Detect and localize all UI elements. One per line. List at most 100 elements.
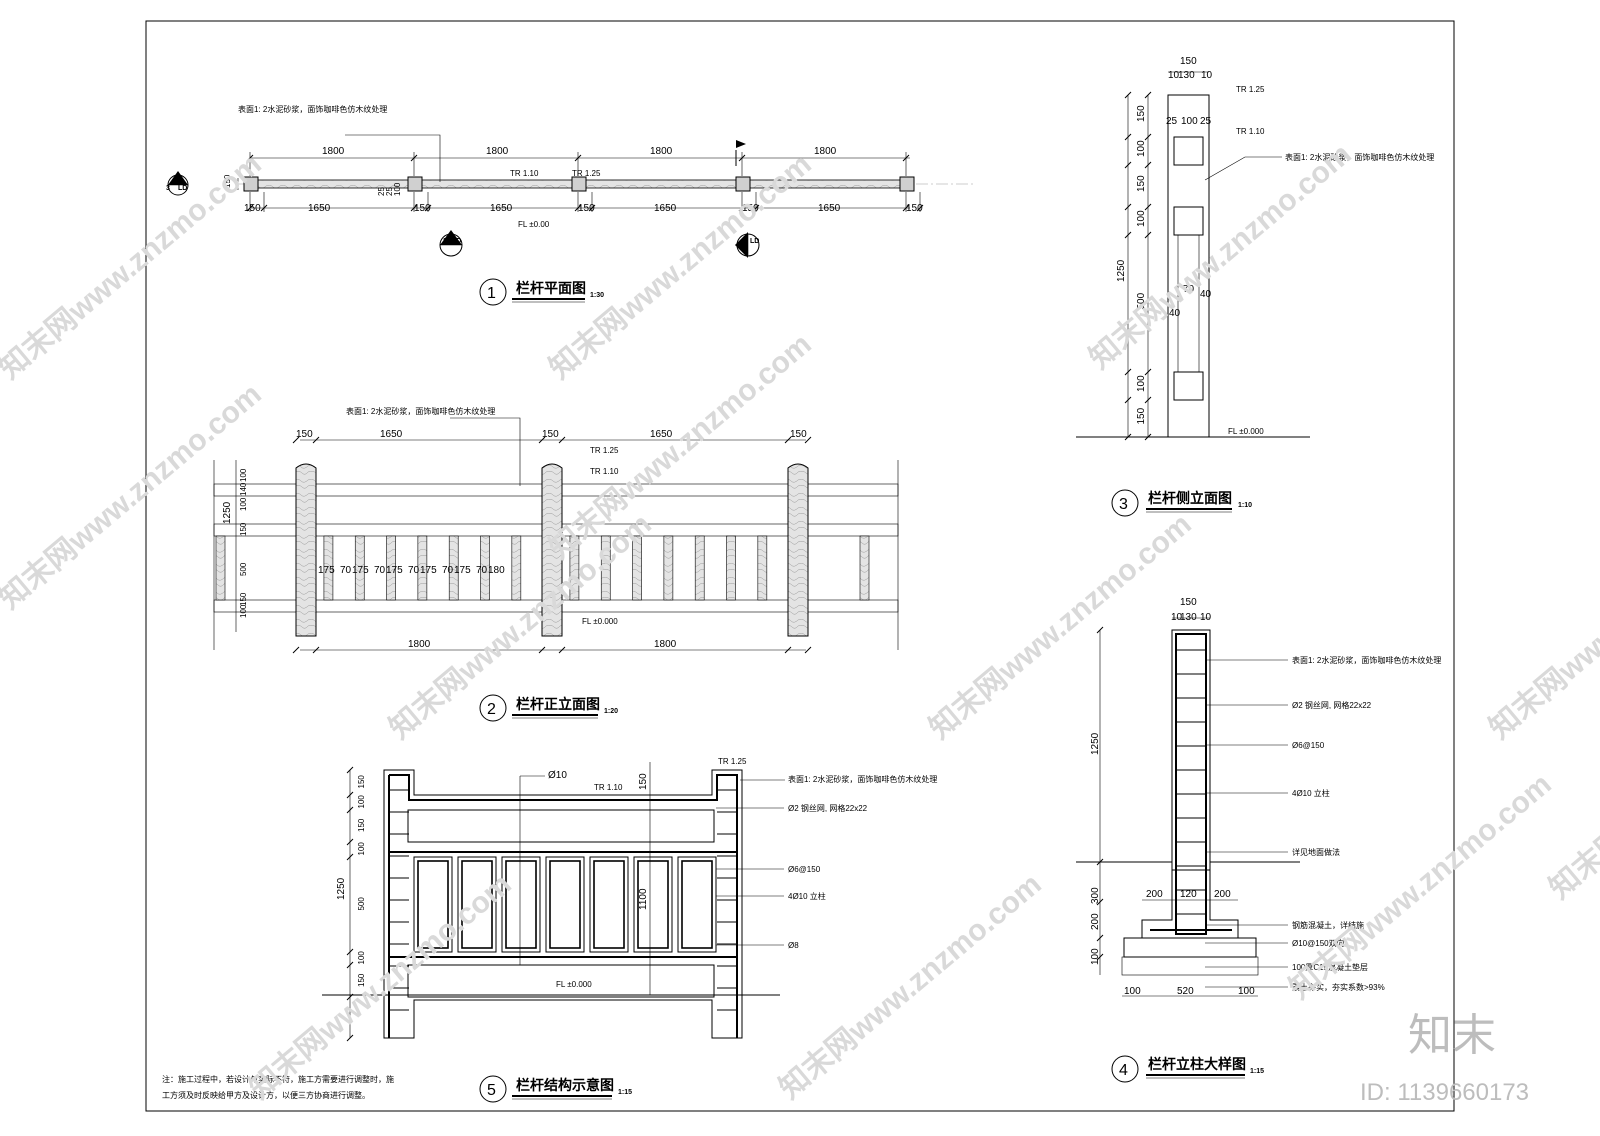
svg-text:3: 3	[166, 185, 170, 192]
svg-text:2: 2	[487, 701, 496, 718]
view1-left-dim: 100	[393, 182, 402, 196]
view3-inner-dim: 25	[1166, 116, 1178, 127]
baluster	[632, 535, 642, 601]
svg-text:工方须及时反映给甲方及设计方，以便三方协商进行调整。: 工方须及时反映给甲方及设计方，以便三方协商进行调整。	[162, 1090, 370, 1100]
svg-text:LD: LD	[452, 238, 461, 245]
view5-callout: Ø8	[788, 941, 799, 950]
plan-post	[407, 176, 423, 192]
baluster	[386, 535, 396, 601]
view4-left-dim: 200	[1090, 913, 1101, 930]
baluster	[215, 535, 226, 601]
view4-callout: Ø6@150	[1292, 741, 1325, 750]
view3-left-dim: 100	[1136, 210, 1147, 227]
view2-bay-dim: 70	[442, 565, 454, 576]
view4-left-dim: 100	[1090, 948, 1101, 965]
plan-post	[571, 176, 587, 192]
baluster	[511, 535, 522, 601]
view1-surface-note: 表面1: 2水泥砂浆，面饰咖啡色仿木纹处理	[238, 104, 387, 114]
view1-tr125: TR 1.25	[572, 169, 601, 178]
svg-text:栏杆正立面图: 栏杆正立面图	[516, 696, 600, 712]
view1-bottom-dim: 1650	[490, 203, 513, 214]
watermark-text: 知末网www.znzmo.com	[0, 378, 268, 616]
view4-title: 4 栏杆立柱大样图 1:15	[1111, 1055, 1264, 1083]
compacted-soil	[1121, 956, 1259, 976]
view3-left-dim: 500	[1136, 292, 1147, 309]
view4-left-dim: 300	[1090, 887, 1101, 904]
view3-top-dim: 130	[1178, 70, 1195, 81]
baluster	[480, 535, 490, 601]
view4-left-dim: 1250	[1090, 732, 1101, 755]
watermark-text: 知末网www.znzmo.com	[923, 508, 1197, 746]
svg-text:1:15: 1:15	[618, 1089, 632, 1096]
svg-text:注：施工过程中，若设计与实际不符，施工方需要进行调整时，施: 注：施工过程中，若设计与实际不符，施工方需要进行调整时，施	[162, 1074, 394, 1084]
view5-tr125: TR 1.25	[718, 757, 747, 766]
structure-outline	[383, 769, 743, 1039]
general-note: 注：施工过程中，若设计与实际不符，施工方需要进行调整时，施 工方须及时反映给甲方…	[162, 1074, 394, 1100]
view2-title: 2 栏杆正立面图 1:20	[479, 694, 618, 722]
baluster	[859, 535, 870, 601]
view2-tr125: TR 1.25	[590, 446, 619, 455]
section-marker-3: 3 LD	[166, 171, 189, 196]
structure-cell	[501, 856, 541, 953]
view2-left-dim: 140	[239, 482, 248, 496]
view1-left-dim: 25	[377, 187, 386, 196]
svg-text:1:10: 1:10	[1238, 502, 1252, 509]
view3-inner-dim: 100	[1181, 116, 1198, 127]
watermark-text: 知末网www.znzmo.com	[1283, 768, 1557, 1006]
view5-left-dim: 150	[357, 818, 366, 832]
view3-inner-dim: 25	[1200, 116, 1212, 127]
view3-tr125: TR 1.25	[1236, 85, 1265, 94]
view3-left-dim: 150	[1136, 105, 1147, 122]
elevation-post	[541, 463, 563, 637]
baluster	[354, 535, 365, 601]
view1-bottom-dim: 150	[244, 203, 261, 214]
view5-title: 5 栏杆结构示意图 1:15	[479, 1075, 632, 1103]
lower-panel	[407, 964, 715, 998]
view1-left-dim: 150	[223, 174, 232, 188]
view5-inner-height: 150	[638, 773, 649, 790]
view1-bottom-dim: 1650	[818, 203, 841, 214]
view2-fl: FL ±0.000	[582, 617, 618, 626]
view3-mid-dim: 40	[1200, 289, 1212, 300]
view4-top-dim: 10	[1200, 612, 1212, 623]
view5-left-dim: 150	[357, 775, 366, 789]
svg-text:1: 1	[487, 285, 496, 302]
view1-top-dim: 1800	[322, 146, 345, 157]
view4-footing-dim: 200	[1214, 889, 1231, 900]
view4-footing-dim: 200	[1146, 889, 1163, 900]
view2-top-dim: 1650	[650, 429, 673, 440]
baluster	[726, 535, 736, 601]
structure-cell	[589, 856, 629, 953]
baluster	[323, 535, 334, 601]
svg-text:4: 4	[741, 238, 745, 245]
svg-text:5: 5	[487, 1082, 496, 1099]
watermark-text: 知末网www.znzmo.com	[1483, 508, 1600, 746]
structure-cell	[457, 856, 497, 953]
view4-callout: Ø2 钢丝网, 网格22x22	[1292, 700, 1372, 710]
svg-text:栏杆平面图: 栏杆平面图	[516, 280, 586, 296]
svg-text:1:30: 1:30	[590, 292, 604, 299]
svg-text:LD: LD	[178, 185, 187, 192]
view3-top-dim: 10	[1168, 70, 1180, 81]
view3-left-dim: 100	[1136, 375, 1147, 392]
view5-callout: Ø2 钢丝网, 网格22x22	[788, 803, 868, 813]
structure-cell	[633, 856, 673, 953]
view1-bottom-dim: 150	[906, 203, 923, 214]
view2-tr110: TR 1.10	[590, 467, 619, 476]
view2-left-dim: 100	[239, 468, 248, 482]
view2-bottom-dim: 1800	[408, 639, 431, 650]
view2-bay-dim: 175	[420, 565, 437, 576]
view5-left-dim: 100	[357, 951, 366, 965]
view4-base-dim: 520	[1177, 986, 1194, 997]
view4-base-dim: 100	[1238, 986, 1255, 997]
view2-top-dim: 150	[542, 429, 559, 440]
post	[1171, 629, 1211, 871]
view5-callout: 4Ø10 立柱	[788, 891, 826, 901]
baluster	[663, 535, 674, 601]
baluster	[417, 535, 428, 601]
baluster	[569, 535, 580, 601]
view1-bottom-dim: 150	[578, 203, 595, 214]
structure-cell	[413, 856, 453, 953]
